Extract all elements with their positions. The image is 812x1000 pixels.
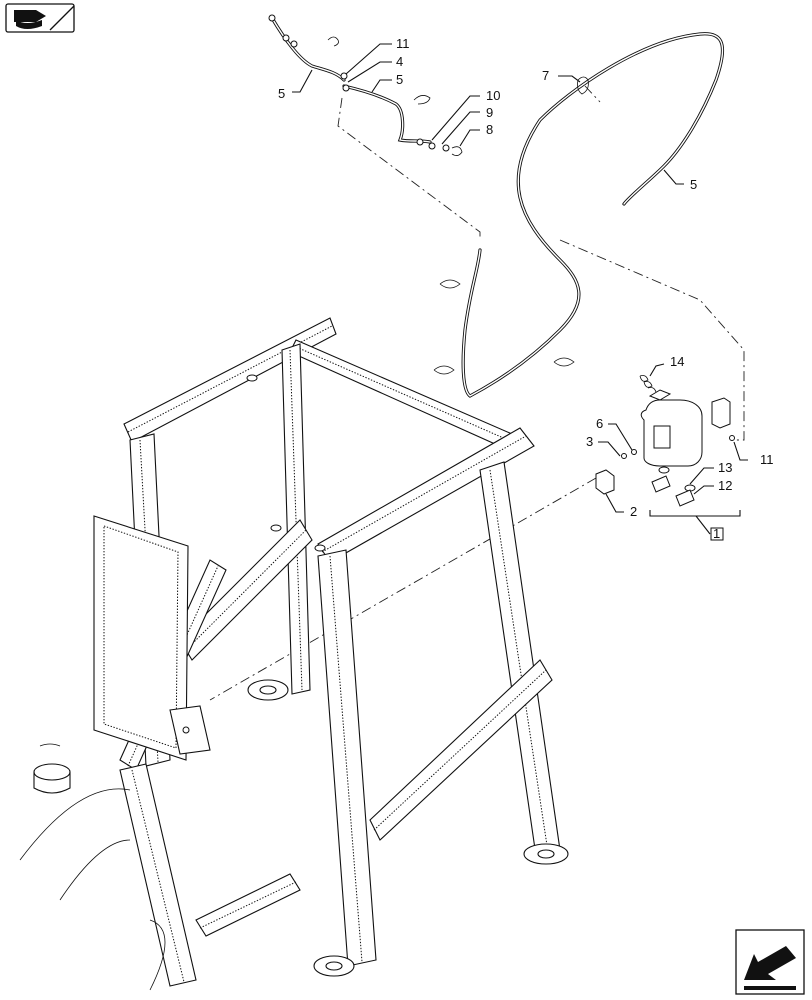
book-arrow-icon[interactable] — [5, 3, 75, 33]
callout-1: 1 — [713, 526, 720, 541]
callout-12: 12 — [718, 478, 732, 493]
callout-11-right: 11 — [760, 452, 774, 467]
callout-3: 3 — [586, 434, 593, 449]
callout-13: 13 — [718, 460, 732, 475]
callout-5-right: 5 — [690, 177, 697, 192]
washer-hose-upper — [268, 14, 463, 156]
callout-10: 10 — [486, 88, 500, 103]
leader-lines — [292, 43, 748, 513]
callout-6: 6 — [596, 416, 603, 431]
washer-reservoir — [595, 375, 741, 541]
callout-7: 7 — [542, 68, 549, 83]
callout-14: 14 — [670, 354, 684, 369]
navigate-arrow-icon[interactable] — [735, 929, 805, 995]
callout-4: 4 — [396, 54, 403, 69]
kit-box — [710, 527, 724, 541]
callout-5-upper: 5 — [396, 72, 403, 87]
callout-5-left: 5 — [278, 86, 285, 101]
callout-9: 9 — [486, 105, 493, 120]
callout-2: 2 — [630, 504, 637, 519]
callouts: 11 4 5 5 10 9 8 7 5 14 6 3 11 13 12 2 1 — [278, 36, 774, 541]
callout-8: 8 — [486, 122, 493, 137]
washer-hose-loop — [433, 32, 725, 398]
callout-11-upper: 11 — [396, 36, 410, 51]
cab-frame — [19, 317, 569, 991]
